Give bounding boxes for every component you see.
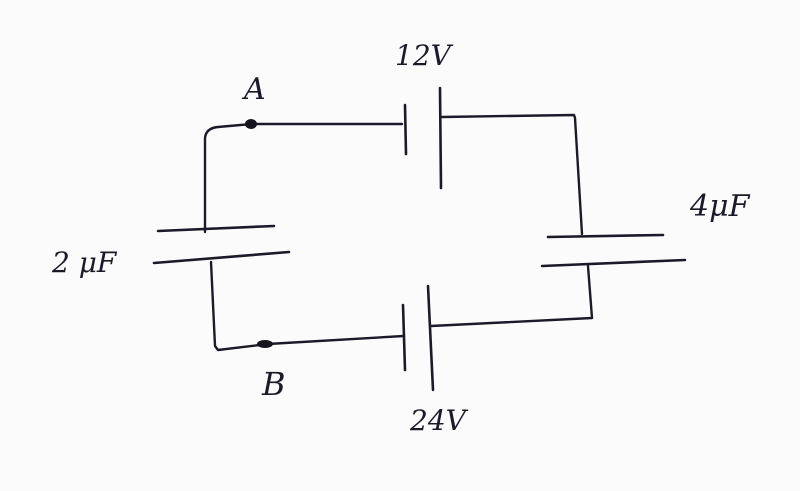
wire-top-right [440,113,584,236]
battery-bottom-short-plate [401,303,407,372]
wire-right-bottom [429,264,594,328]
capacitor-left-top-plate [156,224,276,233]
battery-bottom-long-plate [426,284,435,392]
battery-top-long-plate [438,86,443,190]
node-a-dot [245,119,257,129]
battery-top-short-plate [403,103,408,156]
battery-bottom-label: 24V [409,404,469,437]
node-a-label: A [241,72,266,107]
battery-bottom [401,284,435,392]
node-b-dot [257,340,273,348]
capacitor-right [540,233,687,268]
capacitor-left [152,224,291,265]
capacitor-right-bottom-plate [540,258,687,268]
capacitor-right-top-plate [546,233,665,239]
battery-top-label: 12V [395,39,454,72]
node-b-label: B [261,365,286,403]
wire-top-left [203,122,404,234]
capacitor-left-bottom-plate [152,250,291,265]
capacitor-right-label: 4μF [689,189,751,224]
battery-top [403,86,443,190]
capacitor-left-label: 2 μF [51,246,118,279]
wire-bottom-left [209,260,406,352]
